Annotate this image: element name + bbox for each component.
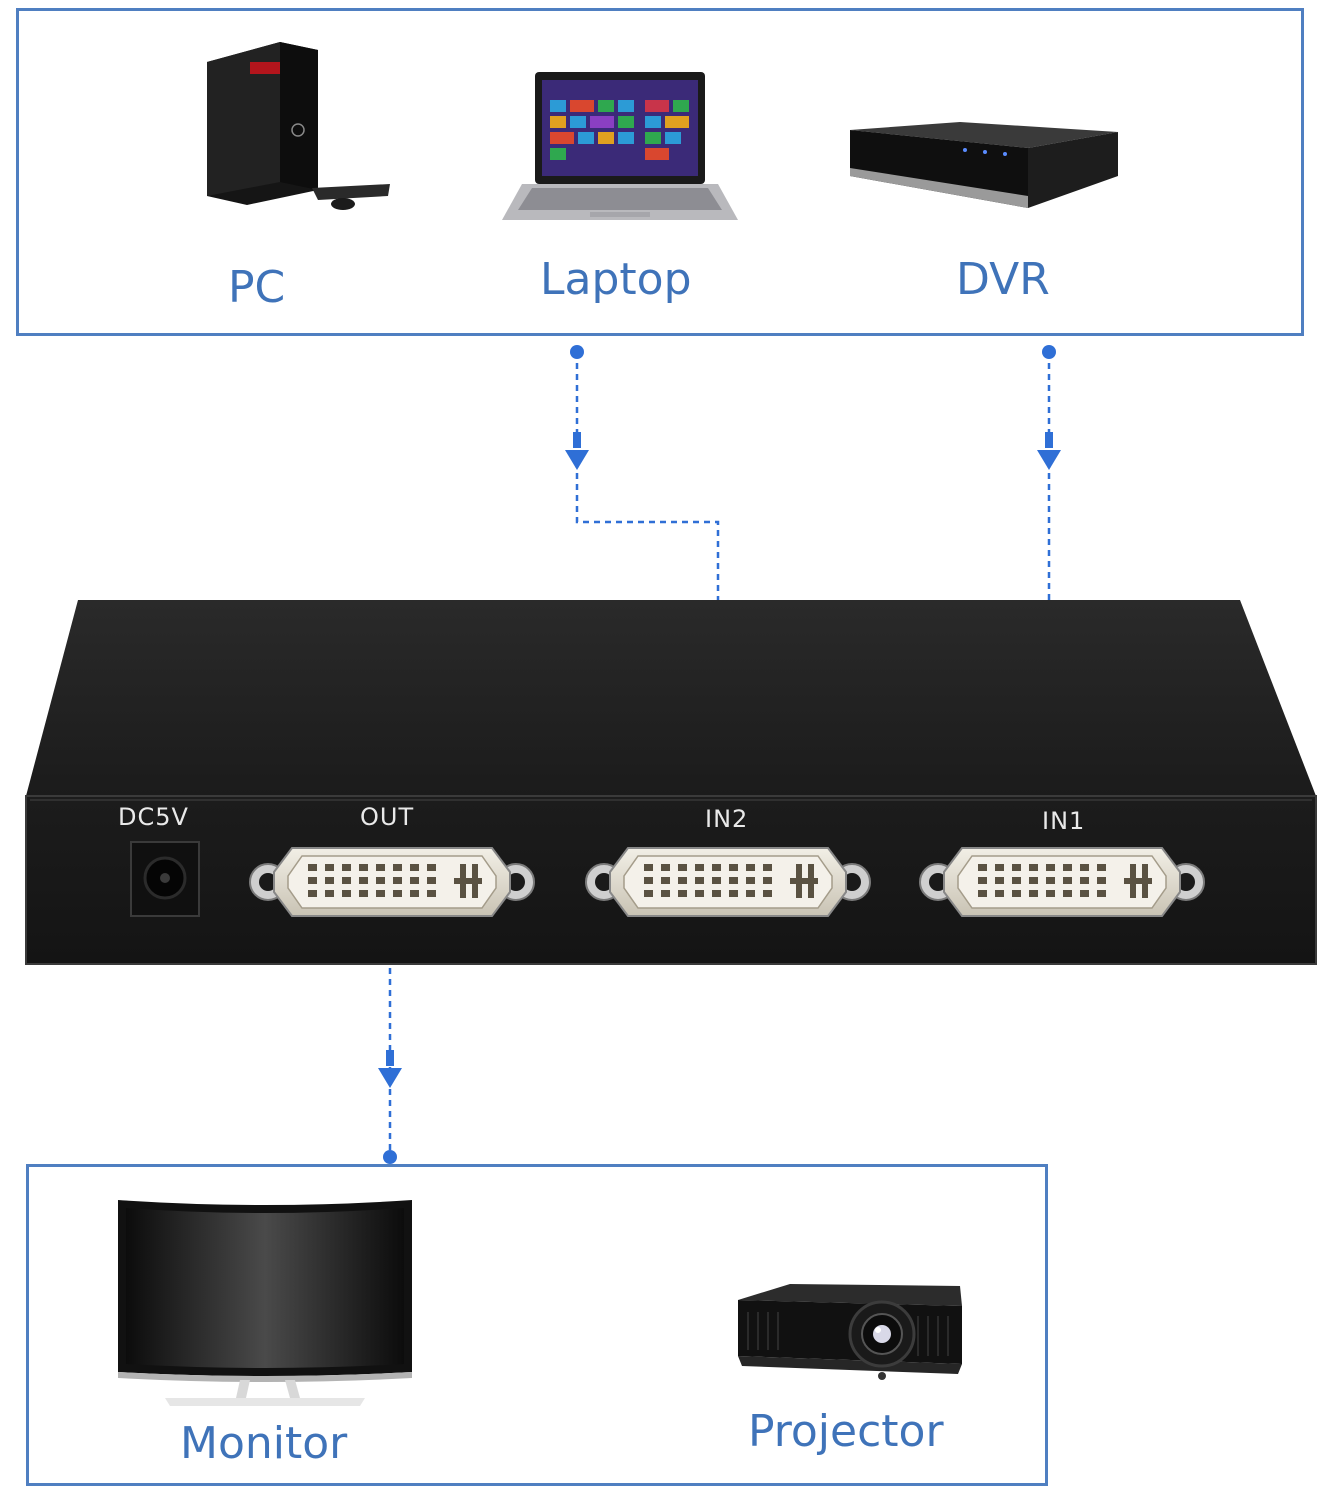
monitor-label: Monitor <box>180 1418 348 1469</box>
dc-power-jack <box>130 841 200 917</box>
arrow-down-icon <box>565 450 589 470</box>
monitor-connector-dot <box>383 1150 397 1164</box>
in1-dvi-port <box>919 847 1205 917</box>
pc-label: PC <box>228 262 286 313</box>
dc5v-label: DC5V <box>118 803 189 831</box>
out-port-label: OUT <box>360 803 415 831</box>
in2-port-label: IN2 <box>705 805 749 833</box>
in1-port-label: IN1 <box>1042 807 1086 835</box>
in2-dvi-port <box>585 847 871 917</box>
projector-icon <box>738 1284 962 1380</box>
laptop-icon <box>502 72 738 220</box>
projector-label: Projector <box>748 1406 944 1457</box>
dvr-connector-dot <box>1042 345 1056 359</box>
arrow-down-icon <box>1037 450 1061 470</box>
outputs-frame <box>26 1164 1048 1486</box>
dvr-recorder-icon <box>850 122 1118 208</box>
sources-frame <box>16 8 1304 336</box>
laptop-connector-dot <box>570 345 584 359</box>
out-dvi-port <box>249 847 535 917</box>
desktop-pc-icon <box>207 42 390 210</box>
laptop-label: Laptop <box>540 254 692 305</box>
curved-monitor-icon <box>118 1200 412 1406</box>
dvr-label: DVR <box>956 254 1050 305</box>
arrow-down-icon <box>378 1068 402 1088</box>
